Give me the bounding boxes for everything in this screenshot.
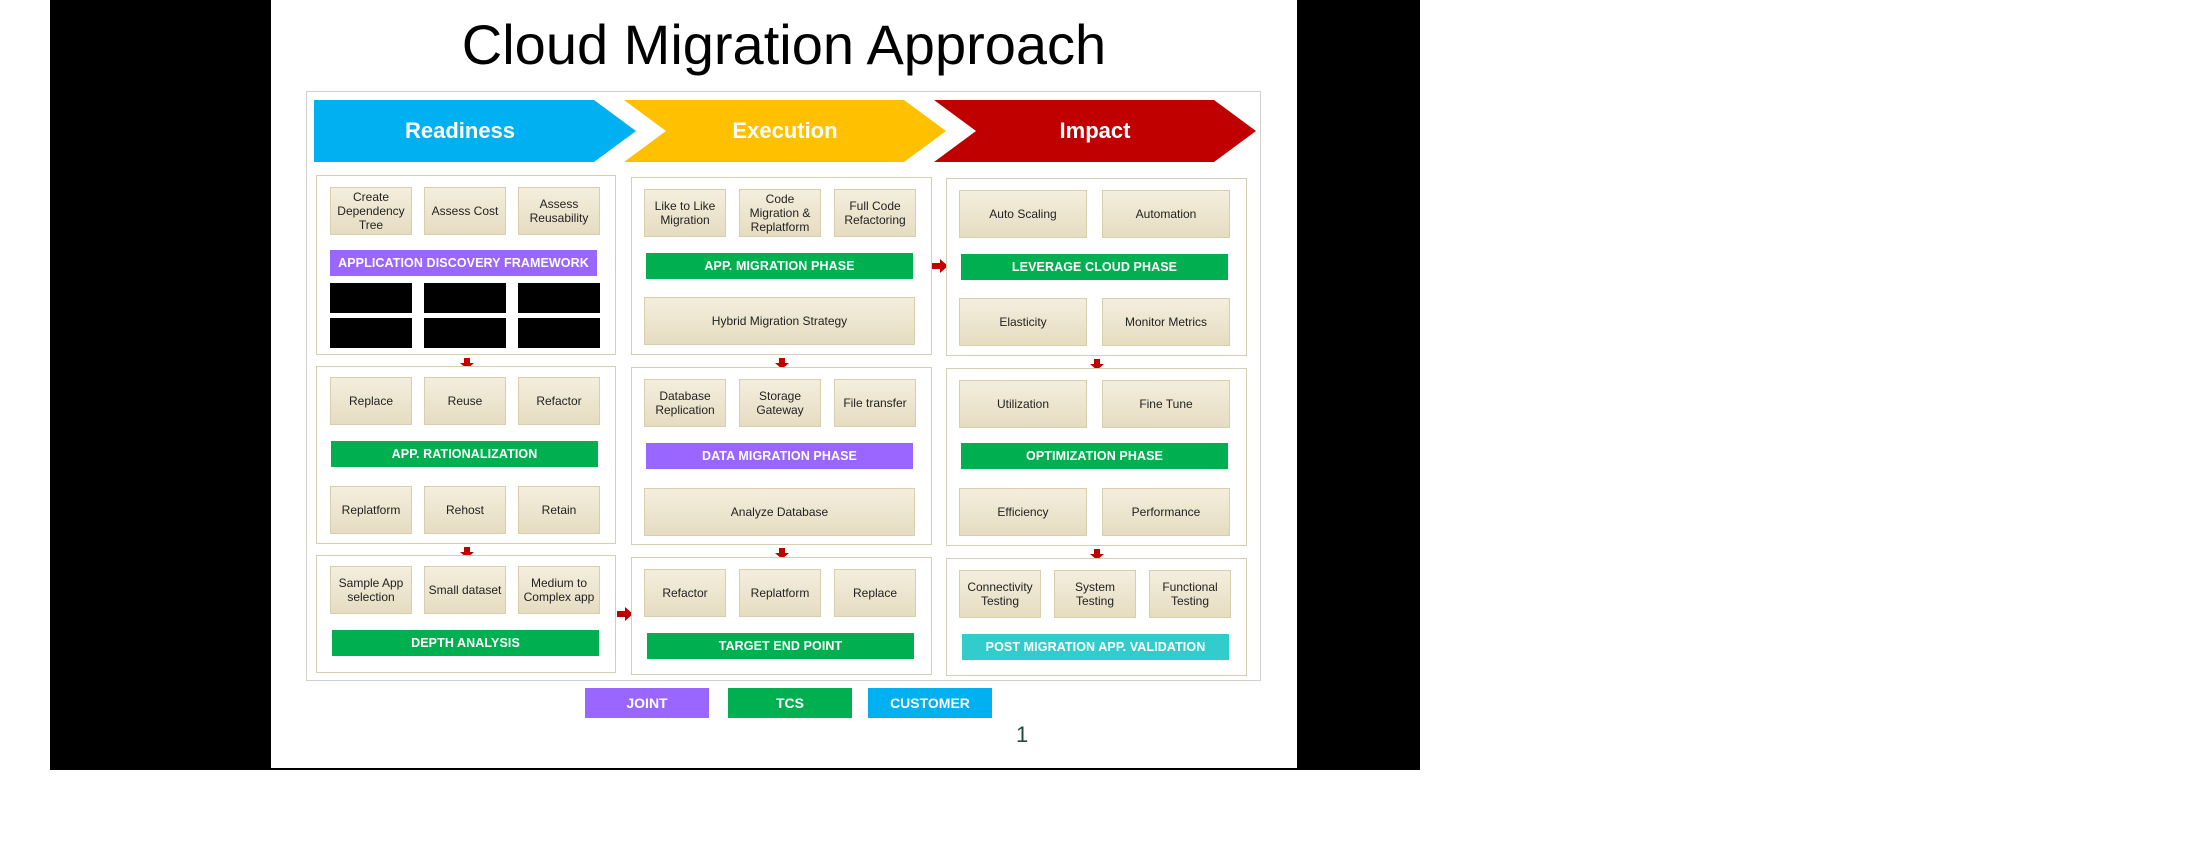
card-monitor-metrics: Monitor Metrics xyxy=(1102,298,1230,346)
card-assess-cost: Assess Cost xyxy=(424,187,506,235)
slide-title: Cloud Migration Approach xyxy=(461,13,1107,76)
legend-joint: JOINT xyxy=(585,688,709,718)
band-app-rationalization: APP. RATIONALIZATION xyxy=(331,441,598,467)
legend-tcs: TCS xyxy=(728,688,852,718)
card-connectivity-testing: Connectivity Testing xyxy=(959,570,1041,618)
execution-chevron: Execution xyxy=(624,100,946,162)
slide: Cloud Migration Approach Readiness Execu… xyxy=(271,0,1297,768)
band-optimization-phase: OPTIMIZATION PHASE xyxy=(961,443,1228,469)
card-system-testing: System Testing xyxy=(1054,570,1136,618)
card-target-replatform: Replatform xyxy=(739,569,821,617)
card-target-replace: Replace xyxy=(834,569,916,617)
card-fine-tune: Fine Tune xyxy=(1102,380,1230,428)
card-like-to-like-migration: Like to Like Migration xyxy=(644,189,726,237)
card-retain: Retain xyxy=(518,486,600,534)
impact-chevron: Impact xyxy=(934,100,1256,162)
slide-frame: Cloud Migration Approach Readiness Execu… xyxy=(50,0,1420,770)
card-analyze-database: Analyze Database xyxy=(644,488,915,536)
band-app-migration-phase: APP. MIGRATION PHASE xyxy=(646,253,913,279)
band-data-migration-phase: DATA MIGRATION PHASE xyxy=(646,443,913,469)
card-medium-to-complex-app: Medium to Complex app xyxy=(518,566,600,614)
flow-arrow-down xyxy=(775,546,789,564)
flow-arrow-down xyxy=(1090,357,1104,375)
band-target-end-point: TARGET END POINT xyxy=(647,633,914,659)
card-auto-scaling: Auto Scaling xyxy=(959,190,1087,238)
execution-label: Execution xyxy=(732,118,838,143)
flow-arrow-right xyxy=(932,259,948,278)
page-number: 1 xyxy=(1016,722,1029,747)
band-application-discovery-framework: APPLICATION DISCOVERY FRAMEWORK xyxy=(330,250,597,276)
redacted-block xyxy=(330,318,412,348)
card-functional-testing: Functional Testing xyxy=(1149,570,1231,618)
card-refactor: Refactor xyxy=(518,377,600,425)
redacted-block xyxy=(424,283,506,313)
redacted-block xyxy=(424,318,506,348)
card-full-code-refactoring: Full Code Refactoring xyxy=(834,189,916,237)
flow-arrow-down xyxy=(1090,547,1104,565)
card-performance: Performance xyxy=(1102,488,1230,536)
flow-arrow-down xyxy=(460,545,474,563)
flow-arrow-right xyxy=(617,607,633,626)
card-create-dependency-tree: Create Dependency Tree xyxy=(330,187,412,235)
card-utilization: Utilization xyxy=(959,380,1087,428)
card-hybrid-migration-strategy: Hybrid Migration Strategy xyxy=(644,297,915,345)
card-database-replication: Database Replication xyxy=(644,379,726,427)
band-depth-analysis: DEPTH ANALYSIS xyxy=(332,630,599,656)
card-efficiency: Efficiency xyxy=(959,488,1087,536)
redacted-block xyxy=(330,283,412,313)
card-target-refactor: Refactor xyxy=(644,569,726,617)
card-sample-app-selection: Sample App selection xyxy=(330,566,412,614)
legend-customer: CUSTOMER xyxy=(868,688,992,718)
readiness-chevron: Readiness xyxy=(314,100,636,162)
card-small-dataset: Small dataset xyxy=(424,566,506,614)
card-storage-gateway: Storage Gateway xyxy=(739,379,821,427)
readiness-label: Readiness xyxy=(404,118,516,143)
flow-arrow-down xyxy=(775,356,789,374)
card-file-transfer: File transfer xyxy=(834,379,916,427)
diagram-border xyxy=(306,91,1261,681)
redacted-block xyxy=(518,318,600,348)
card-replatform: Replatform xyxy=(330,486,412,534)
card-reuse: Reuse xyxy=(424,377,506,425)
flow-arrow-down xyxy=(460,356,474,374)
card-code-migration-replatform: Code Migration & Replatform xyxy=(739,189,821,237)
card-replace: Replace xyxy=(330,377,412,425)
band-leverage-cloud-phase: LEVERAGE CLOUD PHASE xyxy=(961,254,1228,280)
impact-label: Impact xyxy=(1059,118,1131,143)
card-assess-reusability: Assess Reusability xyxy=(518,187,600,235)
card-elasticity: Elasticity xyxy=(959,298,1087,346)
card-automation: Automation xyxy=(1102,190,1230,238)
band-post-migration-app-validation: POST MIGRATION APP. VALIDATION xyxy=(962,634,1229,660)
redacted-block xyxy=(518,283,600,313)
card-rehost: Rehost xyxy=(424,486,506,534)
